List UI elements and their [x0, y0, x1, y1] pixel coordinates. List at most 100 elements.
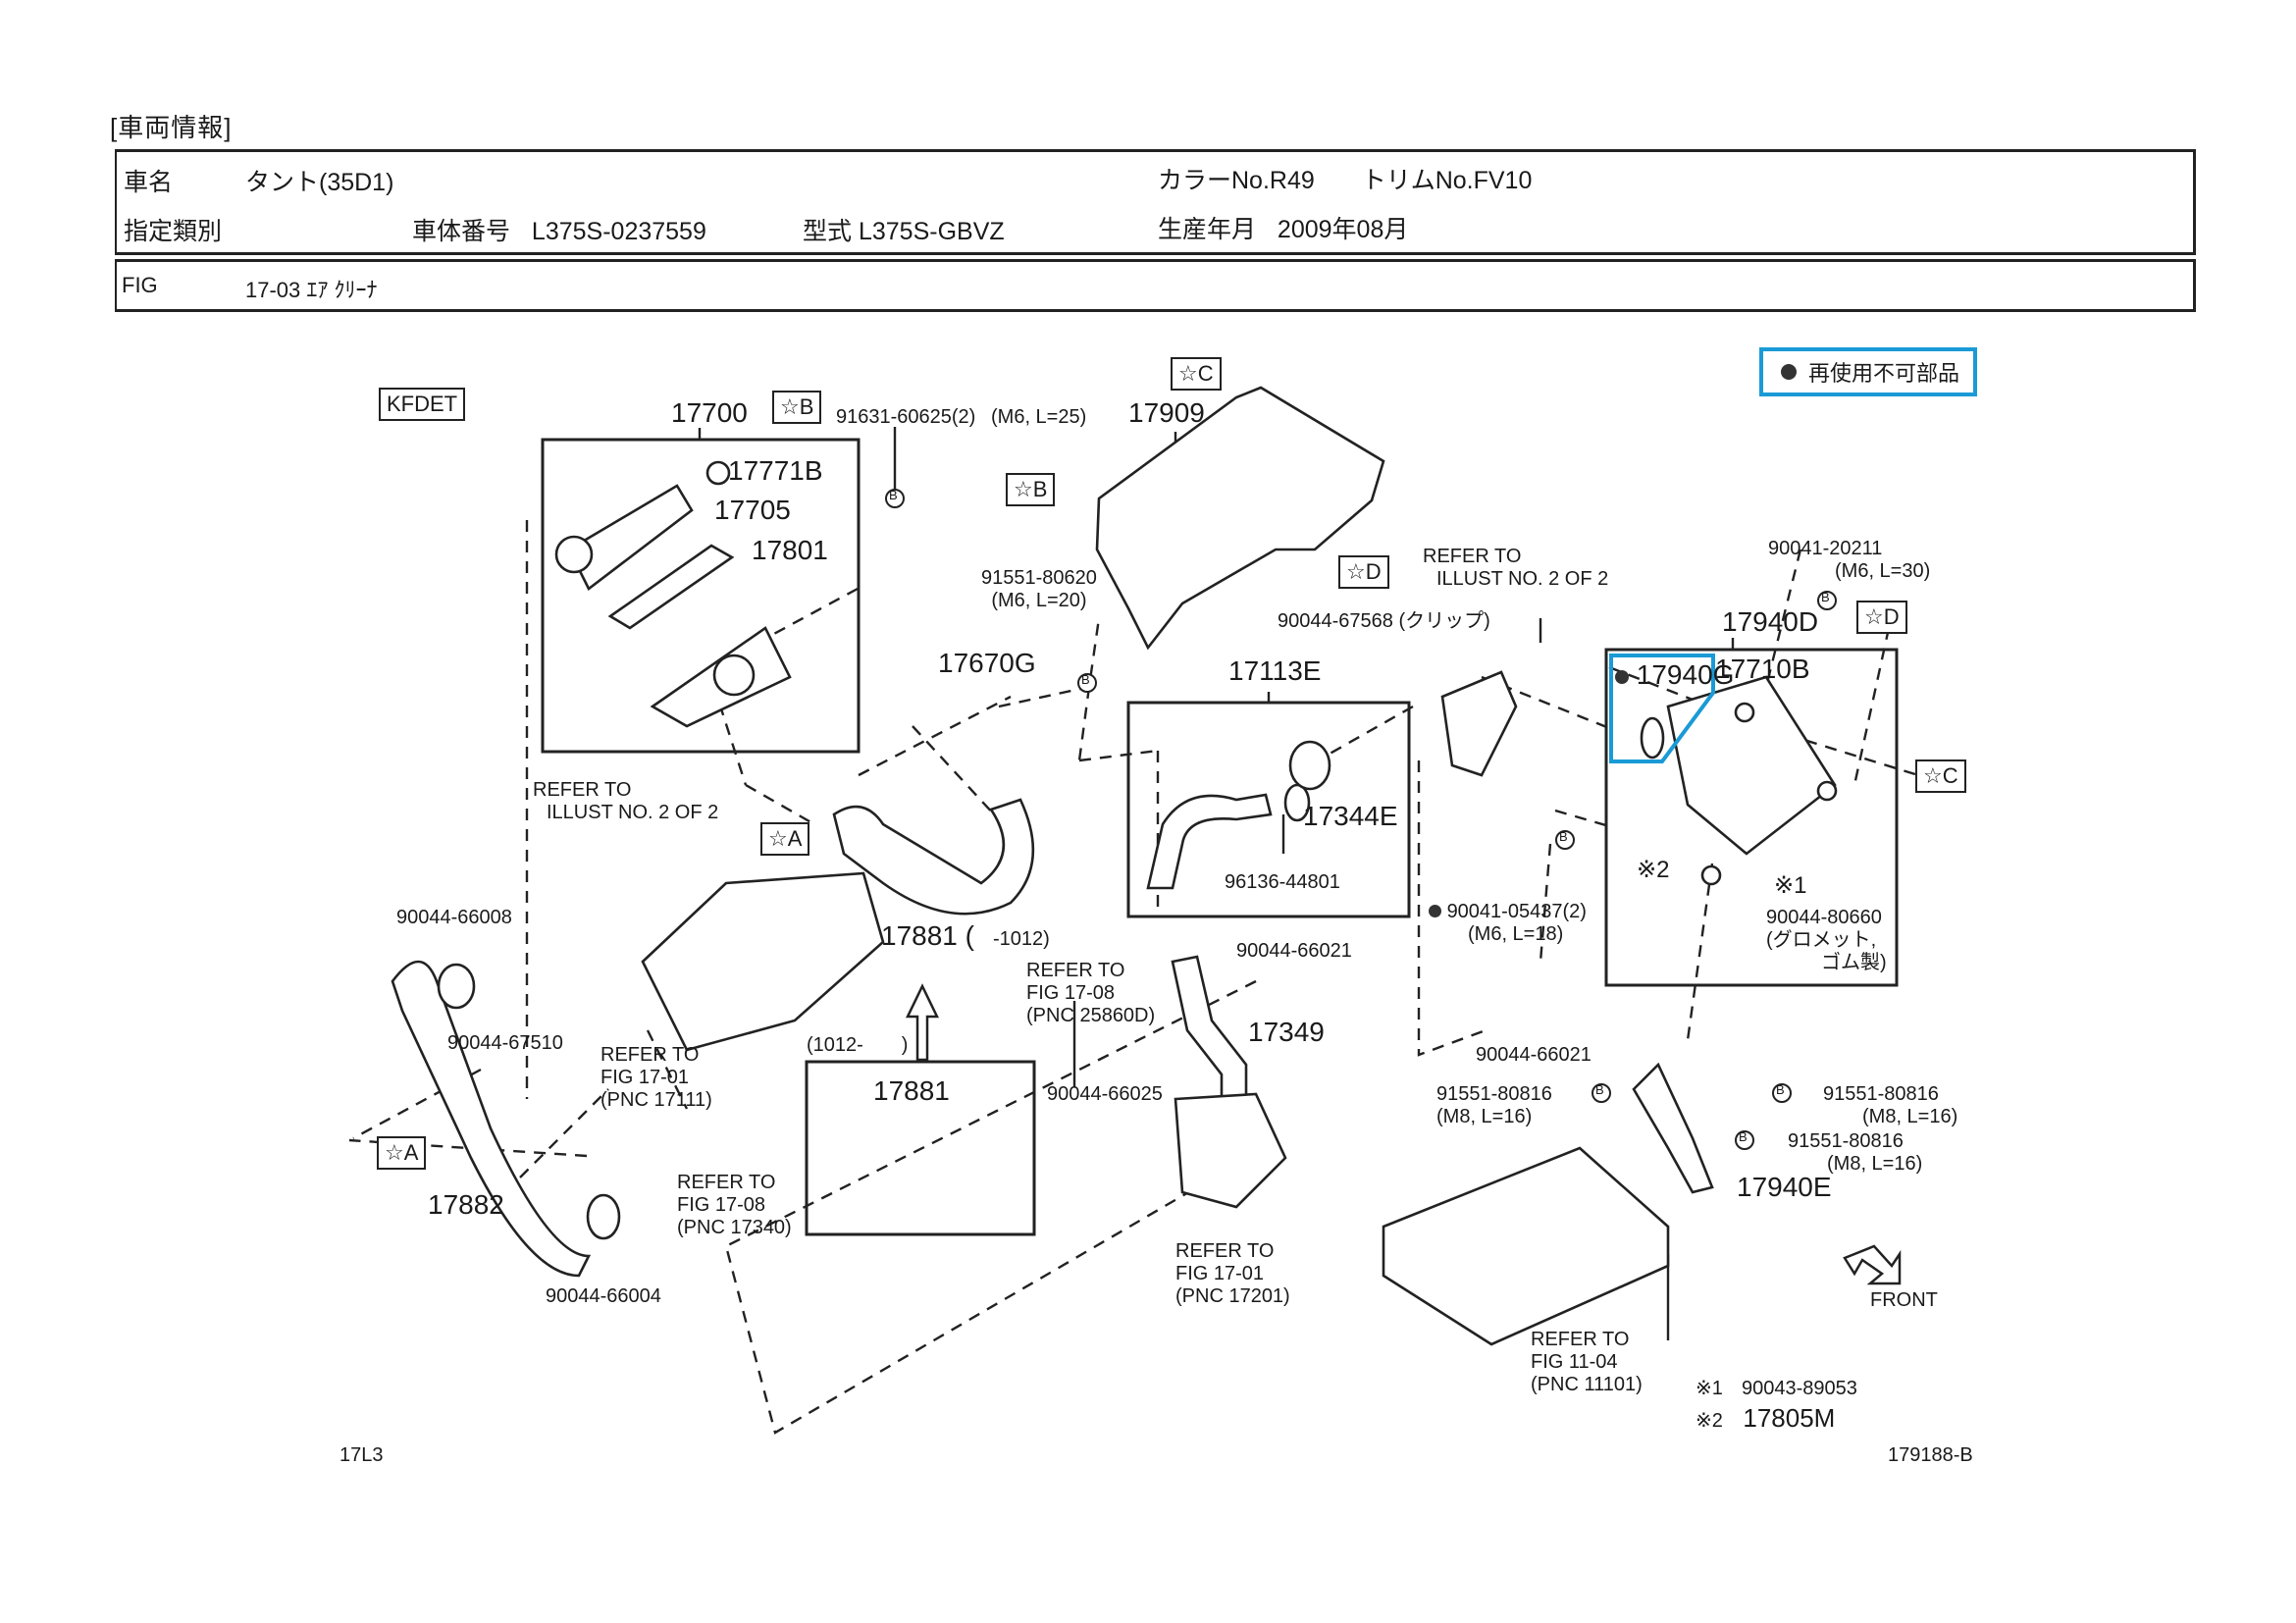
- non-reusable-dot-icon: [1781, 364, 1797, 380]
- air-cleaner-cap: [567, 484, 694, 591]
- figure-number: 17-03: [245, 278, 301, 302]
- callout-17670g[interactable]: 17670G: [938, 648, 1036, 678]
- callout-17700[interactable]: 17700: [671, 397, 748, 428]
- inlet-flange: [1440, 670, 1518, 777]
- ref-marker-d-2[interactable]: ☆D: [1856, 601, 1907, 634]
- callout-17940g-number: 17940G: [1636, 659, 1735, 690]
- callout-17705[interactable]: 17705: [714, 495, 791, 525]
- refer-11101-line3: (PNC 11101): [1531, 1374, 1643, 1395]
- turbocharger: [1174, 1092, 1287, 1209]
- production-date: 生産年月 2009年08月: [1158, 210, 1408, 245]
- callout-clamp-90044-66021-a[interactable]: 90044-66021: [1236, 940, 1352, 962]
- ref-marker-c-2[interactable]: ☆C: [1915, 759, 1966, 793]
- color-number: カラーNo.R49 トリムNo.FV10: [1158, 161, 1532, 196]
- refer-fig-17-08-pnc-25860d[interactable]: REFER TO FIG 17-08 (PNC 25860D): [1026, 960, 1155, 1027]
- front-label: FRONT: [1870, 1289, 1938, 1311]
- footnote-2-part[interactable]: 17805M: [1743, 1403, 1836, 1433]
- refer-fig-17-01-pnc-17201[interactable]: REFER TO FIG 17-01 (PNC 17201): [1175, 1240, 1290, 1308]
- ref-marker-d-1[interactable]: ☆D: [1338, 555, 1389, 589]
- refer-fig-11-04-pnc-11101[interactable]: REFER TO FIG 11-04 (PNC 11101): [1531, 1329, 1643, 1396]
- callout-clamp-90044-66025[interactable]: 90044-66025: [1047, 1083, 1163, 1105]
- collar-note2: [1700, 864, 1722, 886]
- ref-marker-b-2[interactable]: ☆B: [1006, 473, 1056, 506]
- ref-marker-b-1[interactable]: ☆B: [772, 391, 822, 424]
- highlight-17940g: [1609, 654, 1715, 763]
- cylinder-head: [1382, 1146, 1670, 1346]
- refer-25860d-line3: (PNC 25860D): [1026, 1005, 1156, 1026]
- intercooler-group-box: [1604, 648, 1899, 987]
- callout-17940d[interactable]: 17940D: [1722, 606, 1819, 637]
- refer-17340-line3: (PNC 17340): [677, 1217, 792, 1238]
- refer-illust-left-line1: REFER TO: [533, 779, 632, 801]
- callout-17881-b[interactable]: 17881: [873, 1075, 950, 1106]
- callout-grommet-90044-80660[interactable]: 90044-80660 (グロメット, ゴム製): [1766, 907, 1887, 974]
- callout-17882[interactable]: 17882: [428, 1189, 504, 1220]
- callout-bolt-91551-80816-a[interactable]: 91551-80816 (M8, L=16): [1436, 1083, 1552, 1128]
- bolt-91551-80816-c-spec: (M8, L=16): [1827, 1153, 1923, 1175]
- bolt-symbol-b: B: [889, 488, 898, 502]
- refer-17111-line2: FIG 17-01: [600, 1067, 690, 1088]
- color-label: カラーNo.: [1158, 167, 1270, 194]
- callout-bolt-90041-20211[interactable]: 90041-20211 (M6, L=30): [1768, 538, 1930, 583]
- callout-clip-90044-67568[interactable]: 90044-67568 (クリップ): [1278, 610, 1490, 632]
- refer-illust-top[interactable]: REFER TO ILLUST NO. 2 OF 2: [1423, 546, 1608, 591]
- callout-clamp-90044-66004[interactable]: 90044-66004: [546, 1285, 661, 1307]
- callout-note2[interactable]: ※2: [1637, 857, 1670, 883]
- bolt-symbol-b: B: [1081, 672, 1090, 687]
- callout-clamp-96136[interactable]: 96136-44801: [1225, 871, 1340, 893]
- refer-11101-line2: FIG 11-04: [1531, 1351, 1618, 1373]
- refer-17201-line1: REFER TO: [1175, 1240, 1275, 1262]
- bolt-91551-80816-b-number: 91551-80816: [1823, 1083, 1939, 1105]
- vehicle-name: タント(35D1): [245, 169, 394, 196]
- bolt-90041-20211-number: 90041-20211: [1768, 538, 1883, 559]
- bolt-symbols: [885, 489, 1837, 1150]
- refer-17111-line1: REFER TO: [600, 1044, 700, 1066]
- callout-bolt-90041-05437[interactable]: 90041-05437(2) (M6, L=18): [1429, 901, 1587, 946]
- filter-element: [607, 544, 735, 630]
- ref-marker-a-1[interactable]: ☆A: [760, 822, 810, 856]
- callout-bolt-91551-80816-b[interactable]: 91551-80816 (M8, L=16): [1823, 1083, 1957, 1128]
- hose-17882: [391, 960, 592, 1278]
- callout-17349[interactable]: 17349: [1248, 1017, 1325, 1047]
- refer-illust-left[interactable]: REFER TO ILLUST NO. 2 OF 2: [533, 779, 718, 824]
- callout-17881-a[interactable]: 17881 (: [881, 920, 974, 951]
- legend-box: 再使用不可部品: [1759, 347, 1977, 396]
- refer-17340-line2: FIG 17-08: [677, 1194, 766, 1216]
- ref-marker-a-2[interactable]: ☆A: [377, 1136, 427, 1170]
- bolt-symbol-b: B: [1821, 590, 1830, 604]
- callout-17344e[interactable]: 17344E: [1303, 801, 1398, 831]
- clamp-90044-66008: [437, 963, 476, 1010]
- frame-number-label: 車体番号: [412, 218, 511, 245]
- callout-note1[interactable]: ※1: [1774, 872, 1807, 899]
- front-arrow-icon: [1843, 1244, 1902, 1285]
- callout-17801[interactable]: 17801: [752, 535, 828, 565]
- footnote-2-mark: ※2: [1696, 1410, 1723, 1432]
- refer-17201-line3: (PNC 17201): [1175, 1285, 1290, 1307]
- engine-cover: [1095, 386, 1385, 651]
- refer-fig-17-01-pnc-17111[interactable]: REFER TO FIG 17-01 (PNC 17111): [600, 1044, 712, 1112]
- bolt-91551-80620-spec: (M6, L=20): [991, 590, 1087, 611]
- callout-17113e[interactable]: 17113E: [1228, 655, 1322, 686]
- designation-label: 指定類別: [124, 218, 223, 245]
- figure-box: [115, 259, 2196, 312]
- callout-bolt-91631[interactable]: 91631-60625(2): [836, 406, 976, 428]
- callout-clamp-90044-66021-b[interactable]: 90044-66021: [1476, 1044, 1592, 1066]
- callout-bolt-91551-80816-c[interactable]: 91551-80816 (M8, L=16): [1788, 1130, 1922, 1176]
- callout-bolt-91551-80620[interactable]: 91551-80620 (M6, L=20): [981, 567, 1097, 612]
- refer-25860d-line1: REFER TO: [1026, 960, 1125, 981]
- callout-17771b[interactable]: 17771B: [728, 455, 823, 486]
- callout-clamp-90044-66008[interactable]: 90044-66008: [396, 907, 512, 928]
- callout-17710b[interactable]: 17710B: [1715, 654, 1810, 684]
- bolt-90041-05437-number: 90041-05437(2): [1446, 901, 1587, 922]
- non-reusable-dot-icon: [1615, 670, 1629, 684]
- footnote-1-part[interactable]: 90043-89053: [1742, 1378, 1857, 1399]
- ref-marker-c-1[interactable]: ☆C: [1171, 357, 1222, 391]
- callout-17909[interactable]: 17909: [1128, 397, 1205, 428]
- callout-17940e[interactable]: 17940E: [1737, 1172, 1832, 1202]
- model-label: 型式: [803, 218, 853, 245]
- callout-clamp-90044-67510[interactable]: 90044-67510: [447, 1032, 563, 1054]
- model-value: L375S-GBVZ: [858, 218, 1005, 245]
- refer-fig-17-08-pnc-17340[interactable]: REFER TO FIG 17-08 (PNC 17340): [677, 1172, 792, 1239]
- callout-17940g[interactable]: 17940G: [1615, 659, 1734, 691]
- figure-label: FIG: [122, 273, 158, 297]
